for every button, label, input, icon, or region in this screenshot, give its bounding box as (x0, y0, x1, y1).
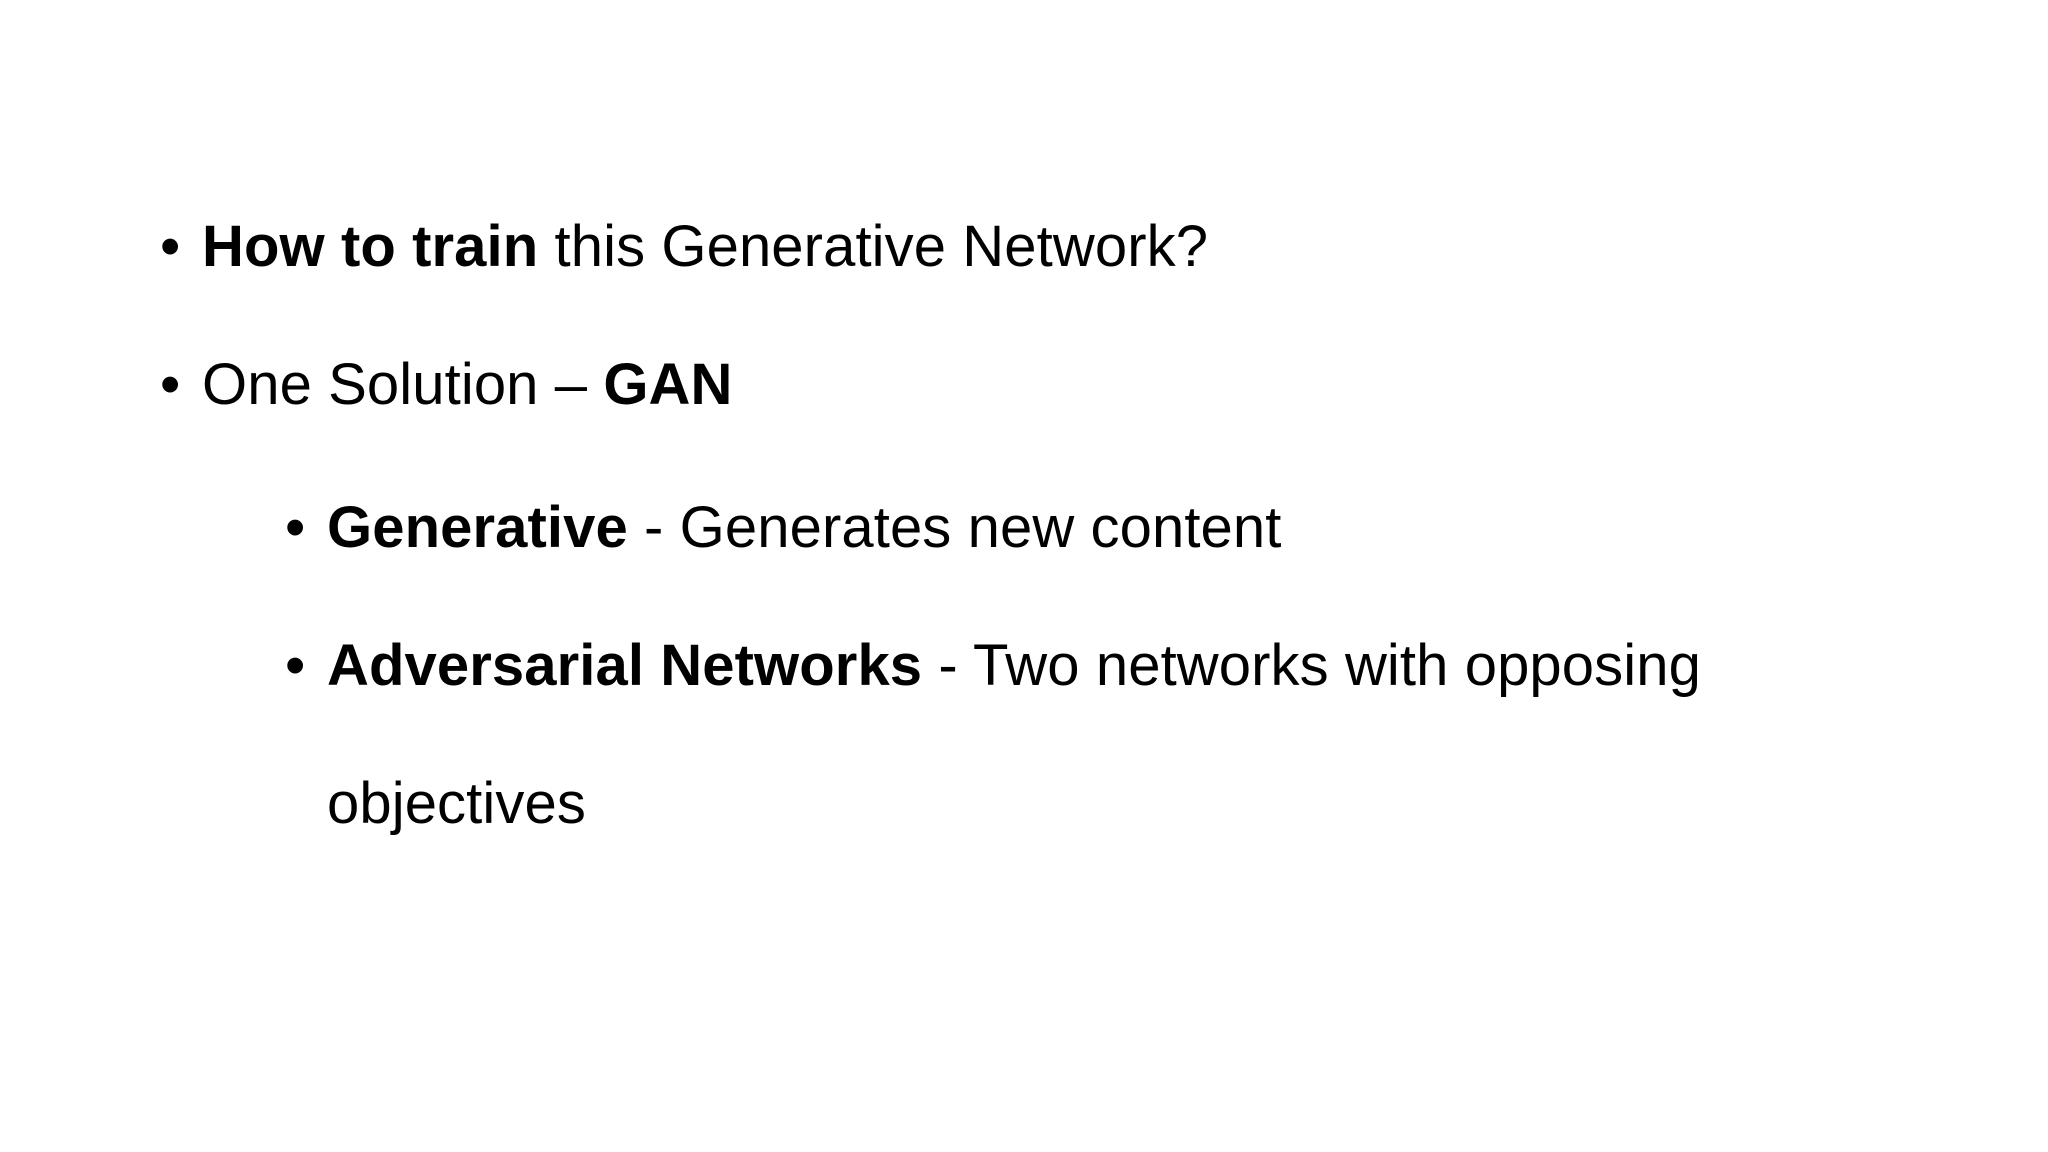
bullet-text: How to train this Generative Network? (202, 178, 1208, 316)
bullet-text-bold: Generative (327, 495, 628, 560)
bullet-item-one-solution-gan: • One Solution – GAN (160, 316, 733, 454)
bullet-text: Adversarial Networks - Two networks with… (327, 597, 1701, 735)
bullet-text-wrap-objectives: objectives (327, 771, 586, 836)
bullet-point-icon: • (160, 214, 181, 279)
bullet-item-adversarial-networks: • Adversarial Networks - Two networks wi… (285, 597, 1701, 735)
bullet-text-bold: How to train (202, 214, 539, 279)
bullet-text-regular: this Generative Network? (538, 214, 1209, 279)
bullet-text-regular: One Solution – (202, 352, 604, 417)
bullet-text-regular: - Two networks with opposing (922, 633, 1701, 698)
bullet-point-icon: • (160, 352, 181, 417)
bullet-point-icon: • (285, 633, 306, 698)
bullet-point-icon: • (285, 495, 306, 560)
bullet-text-bold: GAN (603, 352, 733, 417)
bullet-text-regular: - Generates new content (627, 495, 1282, 560)
bullet-text: Generative - Generates new content (327, 459, 1281, 597)
bullet-text-bold: Adversarial Networks (327, 633, 923, 698)
bullet-text: One Solution – GAN (202, 316, 733, 454)
bullet-item-how-to-train: • How to train this Generative Network? (160, 178, 1208, 316)
bullet-item-generative: • Generative - Generates new content (285, 459, 1281, 597)
